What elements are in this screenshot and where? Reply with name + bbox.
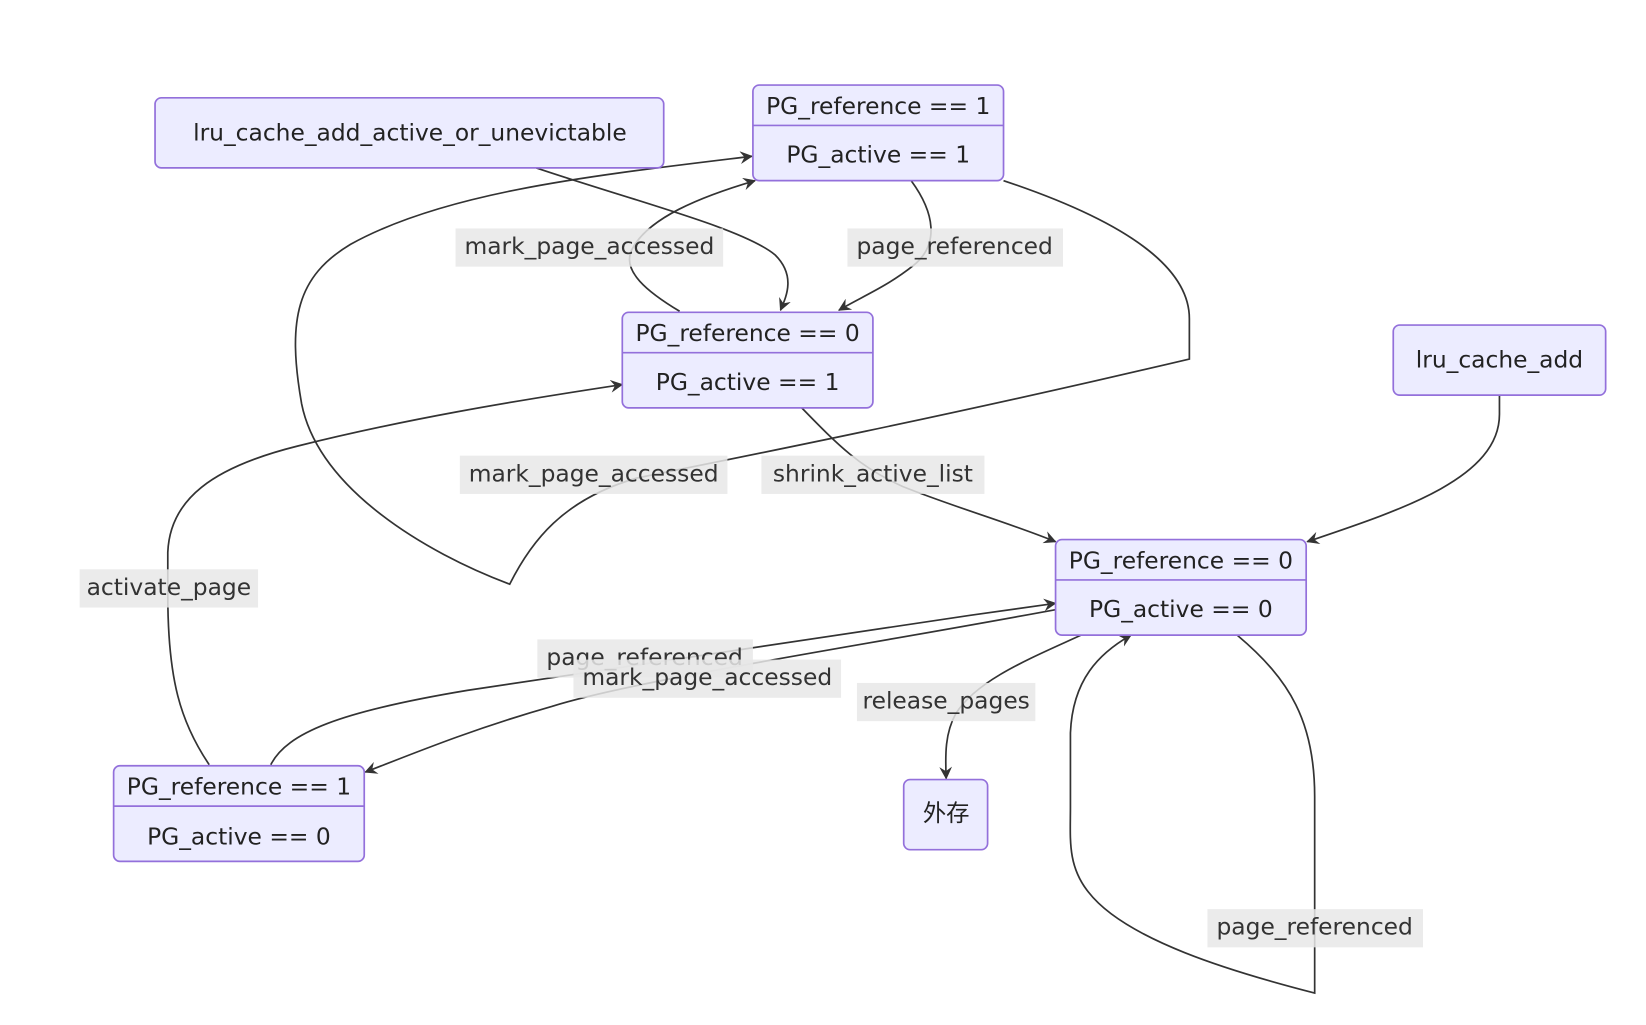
svg-text:PG_reference == 0: PG_reference == 0: [635, 319, 859, 347]
edge-label-mark-page-accessed-upper: mark_page_accessed: [455, 228, 724, 267]
edge-label-mark-page-accessed-lower: mark_page_accessed: [573, 659, 842, 698]
svg-text:page_referenced: page_referenced: [856, 232, 1052, 260]
edge-label-activate-page: activate_page: [79, 569, 259, 608]
svg-text:PG_active == 0: PG_active == 0: [147, 822, 331, 850]
edge-label-shrink-active-list: shrink_active_list: [761, 455, 985, 494]
svg-text:PG_reference == 1: PG_reference == 1: [766, 92, 990, 120]
svg-text:PG_active == 0: PG_active == 0: [1089, 595, 1273, 623]
node-ref0-active0[interactable]: PG_reference == 0 PG_active == 0: [1054, 538, 1308, 637]
svg-text:mark_page_accessed: mark_page_accessed: [464, 232, 714, 260]
svg-text:shrink_active_list: shrink_active_list: [773, 459, 973, 487]
edge-labels: mark_page_accessed page_referenced mark_…: [79, 228, 1423, 948]
node-ref1-active1[interactable]: PG_reference == 1 PG_active == 1: [752, 84, 1005, 182]
svg-text:release_pages: release_pages: [862, 687, 1029, 715]
svg-text:page_referenced: page_referenced: [1216, 913, 1412, 941]
edge-lru-add-active-to-ref0-act1: [536, 167, 791, 312]
svg-text:PG_active == 1: PG_active == 1: [656, 368, 840, 396]
edge-label-page-referenced-upper: page_referenced: [847, 228, 1063, 267]
node-lru-cache-add[interactable]: lru_cache_add: [1392, 324, 1607, 397]
edge-mark-page-accessed-loop: [294, 151, 1191, 586]
edge-label-release-pages: release_pages: [856, 682, 1036, 722]
svg-text:activate_page: activate_page: [87, 573, 252, 601]
svg-text:lru_cache_add_active_or_unevic: lru_cache_add_active_or_unevictable: [193, 118, 627, 146]
node-ref0-active1[interactable]: PG_reference == 0 PG_active == 1: [621, 311, 874, 409]
svg-text:lru_cache_add: lru_cache_add: [1416, 346, 1583, 374]
svg-text:mark_page_accessed: mark_page_accessed: [582, 663, 832, 691]
edge-page-referenced-self-loop: [1069, 634, 1316, 995]
node-ref1-active0[interactable]: PG_reference == 1 PG_active == 0: [112, 764, 366, 863]
svg-text:PG_reference == 0: PG_reference == 0: [1069, 546, 1293, 574]
svg-text:PG_reference == 1: PG_reference == 1: [127, 773, 351, 801]
edge-label-mark-page-accessed-loop: mark_page_accessed: [459, 455, 728, 494]
edge-lru-add-to-ref0-act0: [1306, 395, 1501, 545]
node-lru-cache-add-active-or-unevictable[interactable]: lru_cache_add_active_or_unevictable: [154, 96, 665, 169]
svg-text:mark_page_accessed: mark_page_accessed: [469, 459, 719, 487]
node-external-storage[interactable]: 外存: [902, 778, 989, 851]
edge-label-page-referenced-self-loop: page_referenced: [1207, 909, 1423, 948]
edge-activate-page: [166, 379, 624, 766]
svg-text:PG_active == 1: PG_active == 1: [786, 141, 970, 169]
svg-text:外存: 外存: [923, 799, 970, 827]
